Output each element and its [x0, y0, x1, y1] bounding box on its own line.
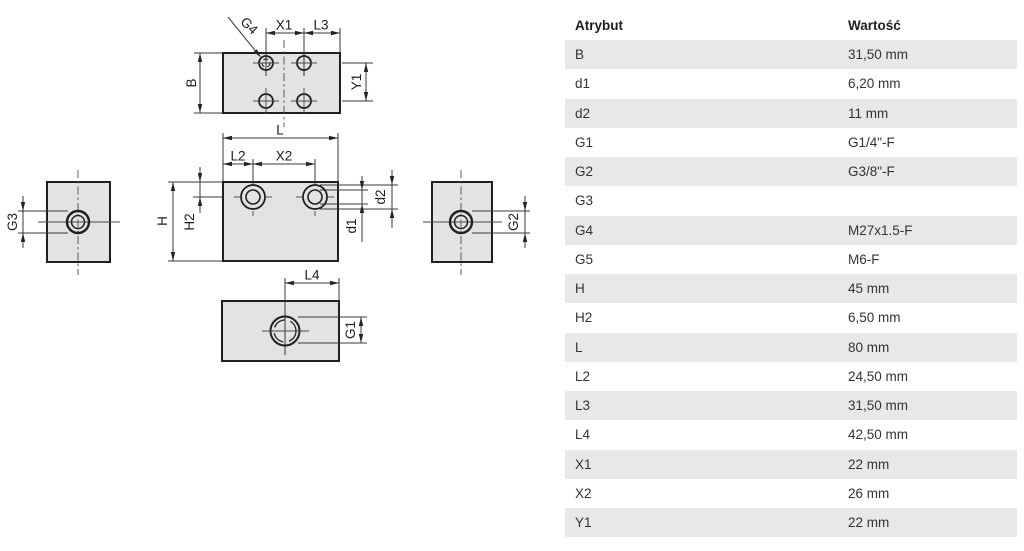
value-cell: 6,20 mm	[848, 76, 901, 92]
dim-label-h: H	[155, 216, 170, 226]
attribute-cell: L	[575, 339, 583, 355]
value-cell: 80 mm	[848, 339, 890, 355]
value-cell: G3/8"-F	[848, 164, 895, 180]
dim-label-y1: Y1	[349, 74, 364, 91]
table-row: G2 G3/8"-F	[565, 157, 1017, 187]
dim-label-x1: X1	[276, 18, 293, 33]
value-cell: 31,50 mm	[848, 47, 909, 63]
attribute-cell: G5	[575, 251, 594, 267]
value-cell: G1/4"-F	[848, 134, 895, 150]
attribute-cell: Y1	[575, 515, 592, 531]
attribute-cell: G4	[575, 222, 594, 238]
technical-drawing-svg: G4 X1 L3 B Y1	[5, 14, 530, 362]
dim-label-l: L	[276, 123, 284, 138]
dim-label-l3: L3	[313, 18, 328, 33]
table-row: L3 31,50 mm	[565, 391, 1017, 421]
table-row: X2 26 mm	[565, 479, 1017, 508]
table-row: H 45 mm	[565, 274, 1017, 304]
attribute-cell: H2	[575, 310, 593, 326]
table-row: G4 M27x1.5-F	[565, 215, 1017, 245]
left-side-view: G3	[5, 170, 120, 275]
attribute-cell: G1	[575, 134, 594, 150]
table-row: G5 M6-F	[565, 245, 1017, 274]
attribute-cell: X1	[575, 456, 592, 472]
value-cell: 24,50 mm	[848, 368, 909, 384]
dim-label-g1: G1	[343, 321, 358, 339]
value-cell: 6,50 mm	[848, 310, 901, 326]
table-row: d1 6,20 mm	[565, 69, 1017, 98]
attribute-cell: G3	[575, 193, 594, 209]
attribute-cell: L4	[575, 427, 591, 443]
table-row: Y1 22 mm	[565, 508, 1017, 538]
spec-table-body: B 31,50 mm d1 6,20 mm d2 11 mm G1 G1/4"-…	[565, 40, 1017, 538]
dim-label-g3: G3	[5, 213, 20, 231]
dim-label-d1: d1	[344, 218, 359, 233]
right-side-view: G2	[423, 170, 530, 275]
attribute-header: Atrybut	[575, 17, 623, 33]
dim-label-h2: H2	[182, 213, 197, 230]
technical-drawing: G4 X1 L3 B Y1	[5, 14, 530, 362]
dim-label-l2: L2	[230, 149, 245, 164]
attribute-cell: B	[575, 47, 585, 63]
dim-label-g2: G2	[506, 213, 521, 231]
dim-label-b: B	[184, 78, 199, 87]
attribute-cell: L2	[575, 368, 591, 384]
value-cell: 42,50 mm	[848, 427, 909, 443]
front-view: L L2 X2 H H2 d1 d2	[155, 123, 398, 262]
table-row: G3	[565, 186, 1017, 215]
value-cell: 31,50 mm	[848, 398, 909, 414]
attribute-cell: G2	[575, 164, 594, 180]
bottom-view: L4 G1	[221, 268, 367, 362]
table-row: L2 24,50 mm	[565, 362, 1017, 391]
table-row: L4 42,50 mm	[565, 420, 1017, 449]
table-row: H2 6,50 mm	[565, 303, 1017, 332]
value-cell: 22 mm	[848, 515, 890, 531]
value-cell: M6-F	[848, 251, 880, 267]
dim-label-d2: d2	[373, 189, 388, 204]
attribute-cell: d1	[575, 76, 591, 92]
dim-label-l4: L4	[304, 268, 320, 283]
spec-table-header: Atrybut Wartość	[565, 10, 1017, 40]
value-cell: 45 mm	[848, 281, 890, 297]
attribute-cell: X2	[575, 485, 592, 501]
value-header: Wartość	[848, 17, 901, 33]
attribute-cell: H	[575, 281, 585, 297]
dim-label-g4: G4	[238, 14, 262, 38]
table-row: L 80 mm	[565, 332, 1017, 362]
table-row: d2 11 mm	[565, 98, 1017, 128]
value-cell: M27x1.5-F	[848, 222, 913, 238]
value-cell: 11 mm	[848, 105, 889, 121]
table-row: X1 22 mm	[565, 449, 1017, 479]
table-row: B 31,50 mm	[565, 40, 1017, 70]
attribute-cell: d2	[575, 105, 591, 121]
value-cell: 22 mm	[848, 456, 890, 472]
value-cell: 26 mm	[848, 485, 890, 501]
table-row: G1 G1/4"-F	[565, 128, 1017, 157]
top-view: G4 X1 L3 B Y1	[184, 14, 373, 127]
attribute-cell: L3	[575, 398, 591, 414]
spec-table: Atrybut Wartość B 31,50 mm d1 6,20 mm d2…	[565, 10, 1017, 538]
dim-label-x2: X2	[276, 149, 293, 164]
